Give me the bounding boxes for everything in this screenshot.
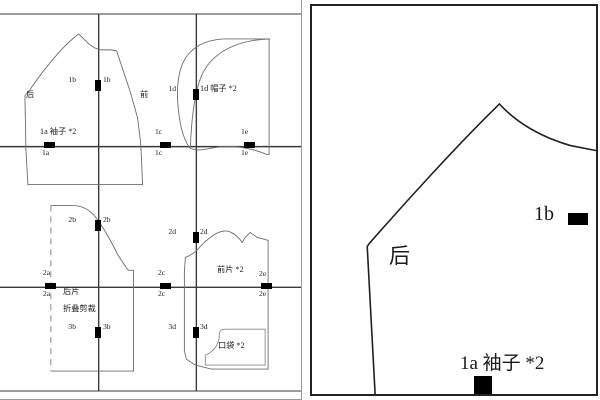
label-1c-above: 1c	[155, 127, 163, 136]
notch-2a[interactable]	[45, 283, 56, 289]
detail-sleeve-outline	[366, 102, 596, 394]
construction-grid	[0, 13, 301, 392]
piece-front-outline	[183, 230, 269, 370]
detail-drawing	[366, 102, 596, 394]
label-region-front: 前	[140, 90, 149, 99]
label-2a-above: 2a	[43, 268, 51, 277]
label-2a-below: 2a	[43, 289, 51, 298]
notch-1a[interactable]	[44, 142, 55, 148]
pattern-sheet-overview[interactable]: 1b 1b 后 前 1d 1d 帽子 *2 1a 袖子 *2 1a 1c 1c …	[0, 0, 302, 400]
label-3d-right: 3d	[200, 322, 208, 331]
label-back-piece: 后片	[63, 287, 80, 296]
notch-1e[interactable]	[244, 142, 255, 148]
notch-3d[interactable]	[193, 327, 199, 338]
label-2b-right: 2b	[103, 215, 111, 224]
piece-back-outline	[50, 205, 135, 372]
notch-2c[interactable]	[160, 283, 171, 289]
label-2e-below: 2e	[259, 289, 267, 298]
label-2d-left: 2d	[168, 227, 176, 236]
detail-notch-1b[interactable]	[568, 213, 588, 225]
label-2c-below: 2c	[158, 289, 166, 298]
label-region-back: 后	[26, 90, 35, 99]
notch-3b[interactable]	[95, 327, 101, 338]
detail-notch-1a[interactable]	[474, 376, 492, 394]
notch-1b[interactable]	[95, 80, 101, 91]
piece-hood-inner-curve	[189, 38, 271, 148]
label-1b-right: 1b	[103, 75, 111, 84]
label-2c-above: 2c	[158, 268, 166, 277]
notch-1c[interactable]	[160, 142, 171, 148]
label-2b-left: 2b	[68, 215, 76, 224]
label-1e-below: 1e	[241, 148, 249, 157]
detail-label-sleeve: 1a 袖子 *2	[460, 353, 545, 374]
label-3b-right: 3b	[103, 322, 111, 331]
label-1d-left: 1d	[168, 84, 176, 93]
piece-sleeve-outline	[24, 33, 143, 185]
notch-2e[interactable]	[261, 283, 272, 289]
label-2e-above: 2e	[259, 269, 267, 278]
notch-1d[interactable]	[193, 89, 199, 100]
label-front-piece: 前片 *2	[217, 265, 244, 274]
label-3b-left: 3b	[68, 322, 76, 331]
notch-2b[interactable]	[95, 220, 101, 231]
label-fold-cut-note: 折叠剪裁	[63, 304, 96, 313]
label-1c-below: 1c	[155, 148, 163, 157]
piece-pocket-outline	[204, 328, 266, 366]
label-2d-right: 2d	[200, 227, 208, 236]
label-1b-left: 1b	[68, 75, 76, 84]
label-pocket: 口袋 *2	[218, 341, 245, 350]
label-1a-below: 1a	[42, 148, 50, 157]
label-1d-hood: 1d 帽子 *2	[200, 84, 237, 93]
overview-drawing	[0, 13, 301, 392]
label-1a-sleeve: 1a 袖子 *2	[40, 127, 77, 136]
label-1e-above: 1e	[241, 127, 249, 136]
piece-hood-outline	[177, 38, 270, 156]
label-3d-left: 3d	[168, 322, 176, 331]
pattern-detail-zoom[interactable]: 后 1b 1a 袖子 *2	[310, 4, 598, 396]
detail-label-1b: 1b	[534, 203, 554, 225]
detail-label-back: 后	[389, 244, 410, 268]
notch-2d[interactable]	[193, 232, 199, 243]
